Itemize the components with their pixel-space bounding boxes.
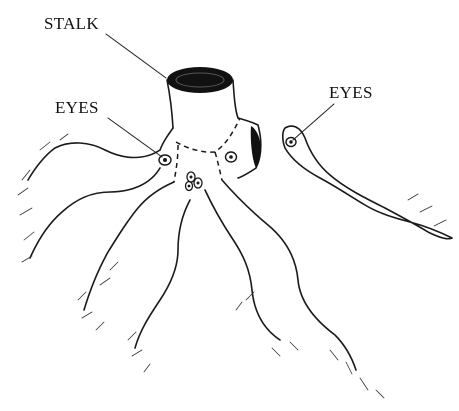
eye-left-node xyxy=(159,155,171,165)
pointer-line-stalk xyxy=(106,34,166,78)
tuber-left-upper xyxy=(28,143,160,258)
tuber-left-lower xyxy=(84,182,190,348)
stem-segment xyxy=(160,118,261,178)
stalk-cut-surface xyxy=(167,67,233,93)
label-eyes-left: EYES xyxy=(55,98,99,117)
eye-right-node xyxy=(226,152,237,162)
tuber-right-detached xyxy=(283,126,452,239)
eye-cluster-center xyxy=(186,172,203,191)
eye-right-tuber xyxy=(286,138,296,147)
pointer-line-eyes-left xyxy=(108,118,162,157)
node-boundary-dashed xyxy=(174,118,240,182)
root-hairs xyxy=(18,134,446,398)
label-eyes-right: EYES xyxy=(329,83,373,102)
label-stalk: STALK xyxy=(44,14,99,33)
pointer-line-eyes-right xyxy=(293,104,334,140)
tuber-center-right xyxy=(205,180,356,370)
